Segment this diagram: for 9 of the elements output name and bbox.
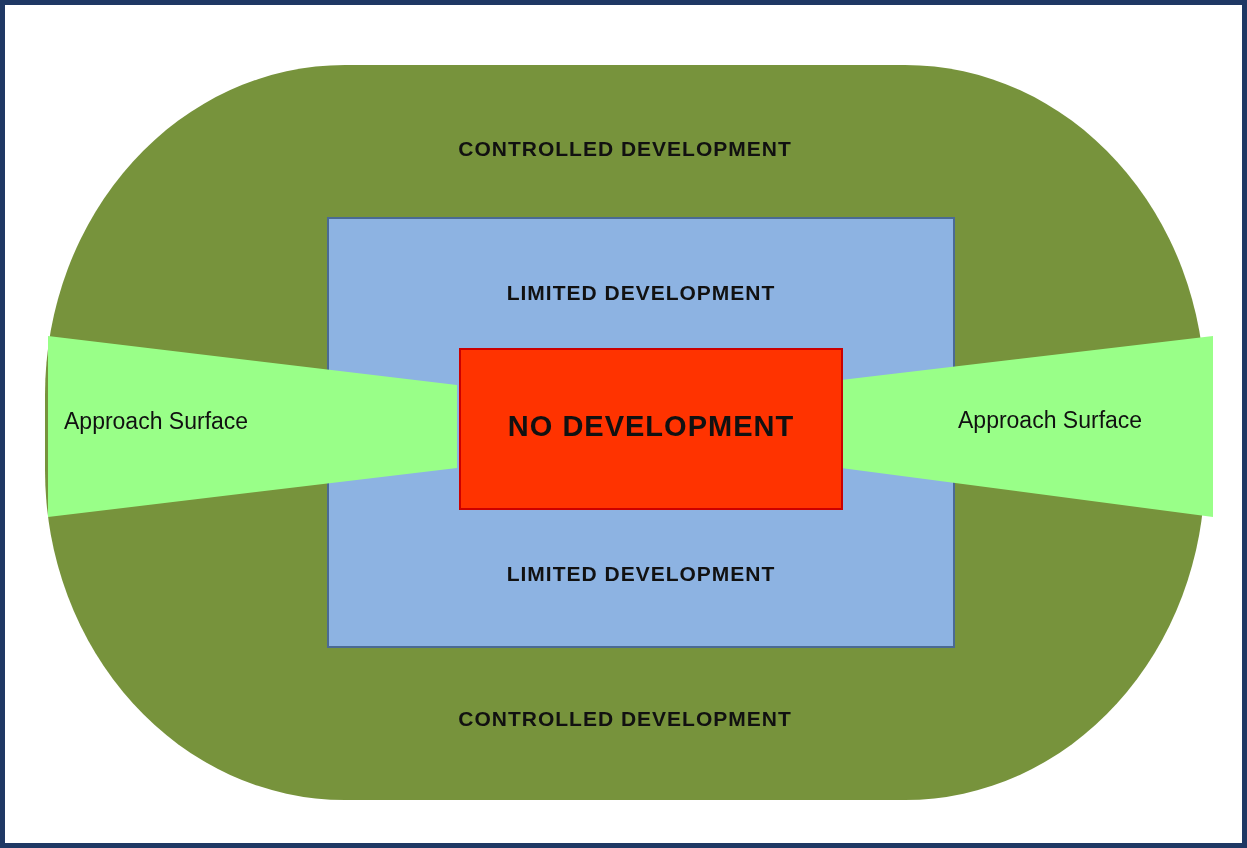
approach-label: Approach Surface bbox=[64, 408, 249, 435]
zone-label: CONTROLLED DEVELOPMENT bbox=[458, 137, 792, 161]
approach-label: Approach Surface bbox=[958, 407, 1143, 434]
no-development-zone bbox=[459, 348, 843, 510]
zone-label: NO DEVELOPMENT bbox=[507, 410, 795, 443]
limited-development-zone bbox=[327, 217, 955, 648]
zone-label: CONTROLLED DEVELOPMENT bbox=[458, 707, 792, 731]
zone-label: LIMITED DEVELOPMENT bbox=[506, 281, 776, 305]
zone-label: LIMITED DEVELOPMENT bbox=[506, 562, 776, 586]
